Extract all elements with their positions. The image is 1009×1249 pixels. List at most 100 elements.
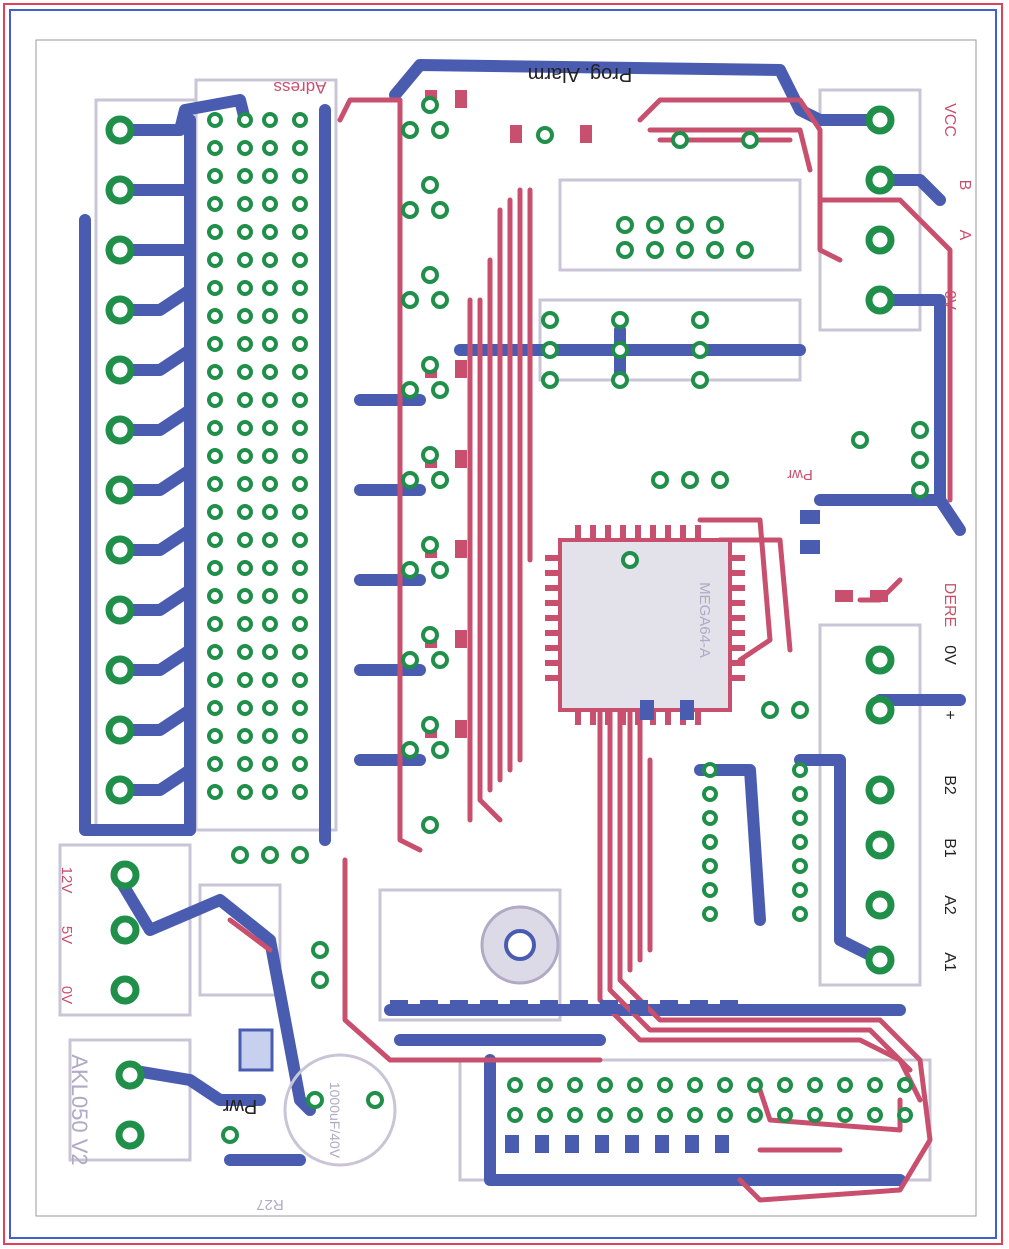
terminal-pad — [105, 775, 135, 805]
header-pad — [777, 1077, 793, 1093]
component-pad — [911, 451, 929, 469]
via-pad — [292, 672, 308, 688]
header-pad — [717, 1107, 733, 1123]
via-pad — [292, 476, 308, 492]
component-pad — [421, 816, 439, 834]
transistor-pad — [401, 381, 419, 399]
component-pad — [611, 371, 629, 389]
capacitor-outline — [283, 1053, 397, 1167]
via-pad — [207, 280, 223, 296]
conn-label-a1: A1 — [941, 952, 958, 972]
via-pad — [262, 756, 278, 772]
dip-pad — [702, 906, 718, 922]
board-id-label: AKL050 V2 — [67, 1054, 92, 1165]
via-pad — [292, 420, 308, 436]
transistor-pad — [421, 446, 439, 464]
via-pad — [207, 784, 223, 800]
header-pad — [687, 1077, 703, 1093]
dip-pad — [702, 834, 718, 850]
component-pad — [311, 971, 329, 989]
transistor-pad — [401, 121, 419, 139]
via-pad — [207, 308, 223, 324]
via-pad — [262, 532, 278, 548]
header-pad — [807, 1107, 823, 1123]
terminal-pad — [105, 475, 135, 505]
conn-label-a2: A2 — [941, 895, 958, 915]
header-pad — [627, 1107, 643, 1123]
via-pad — [237, 700, 253, 716]
dip-pad — [702, 882, 718, 898]
via-pad — [207, 616, 223, 632]
component-pad — [616, 241, 634, 259]
transistor-pad — [401, 471, 419, 489]
via-pad — [237, 224, 253, 240]
via-pad — [292, 448, 308, 464]
component-pad — [646, 241, 664, 259]
via-pad — [237, 280, 253, 296]
conn-label-b: B — [956, 180, 973, 191]
through-hole-pads — [207, 96, 929, 1144]
dip-pad — [702, 810, 718, 826]
power-label-12v: 12V — [58, 867, 75, 894]
via-pad — [262, 784, 278, 800]
via-pad — [237, 364, 253, 380]
via-pad — [262, 252, 278, 268]
component-pad — [676, 241, 694, 259]
component-pad — [221, 1126, 239, 1144]
terminal-pad — [105, 115, 135, 145]
via-pad — [237, 560, 253, 576]
via-pad — [237, 448, 253, 464]
conn-label-a: A — [956, 230, 973, 241]
header-pad — [597, 1077, 613, 1093]
via-pad — [292, 616, 308, 632]
header-pad — [507, 1077, 523, 1093]
terminal-pad — [110, 860, 140, 890]
terminal-pad — [865, 165, 895, 195]
conn-label-plus: + — [941, 710, 958, 719]
terminal-pad — [105, 655, 135, 685]
component-pad — [366, 1091, 384, 1109]
component-pad — [651, 471, 669, 489]
via-pad — [262, 476, 278, 492]
via-pad — [292, 224, 308, 240]
via-pad — [237, 168, 253, 184]
crystal-block — [238, 1028, 274, 1072]
via-pad — [237, 420, 253, 436]
component-pad — [736, 241, 754, 259]
component-pad — [911, 481, 929, 499]
terminal-pad — [865, 775, 895, 805]
header-pad — [807, 1077, 823, 1093]
component-pad — [851, 431, 869, 449]
component-pad — [691, 341, 709, 359]
dip-pad — [702, 786, 718, 802]
via-pad — [237, 588, 253, 604]
header-pad — [867, 1107, 883, 1123]
transistor-pad — [431, 291, 449, 309]
via-pad — [207, 728, 223, 744]
via-pad — [237, 392, 253, 408]
via-pad — [292, 140, 308, 156]
component-pad — [691, 371, 709, 389]
pcb-labels: Adress Prog. Alarm Pwr Pwr DERE MEGA64-A… — [58, 63, 973, 1213]
via-pad — [262, 364, 278, 380]
via-pad — [292, 112, 308, 128]
component-pad — [541, 341, 559, 359]
terminal-pad — [865, 695, 895, 725]
via-pad — [292, 756, 308, 772]
via-pad — [237, 336, 253, 352]
via-pad — [262, 644, 278, 660]
transistor-pad — [431, 121, 449, 139]
via-pad — [262, 700, 278, 716]
terminal-pad — [865, 830, 895, 860]
via-pad — [207, 336, 223, 352]
transistor-pad — [421, 96, 439, 114]
terminal-pad — [105, 175, 135, 205]
header-pad — [747, 1077, 763, 1093]
via-pad — [292, 504, 308, 520]
transistor-pad — [401, 201, 419, 219]
terminal-pad — [110, 975, 140, 1005]
via-pad — [262, 140, 278, 156]
via-pad — [292, 364, 308, 380]
via-pad — [237, 616, 253, 632]
terminal-pad — [865, 105, 895, 135]
